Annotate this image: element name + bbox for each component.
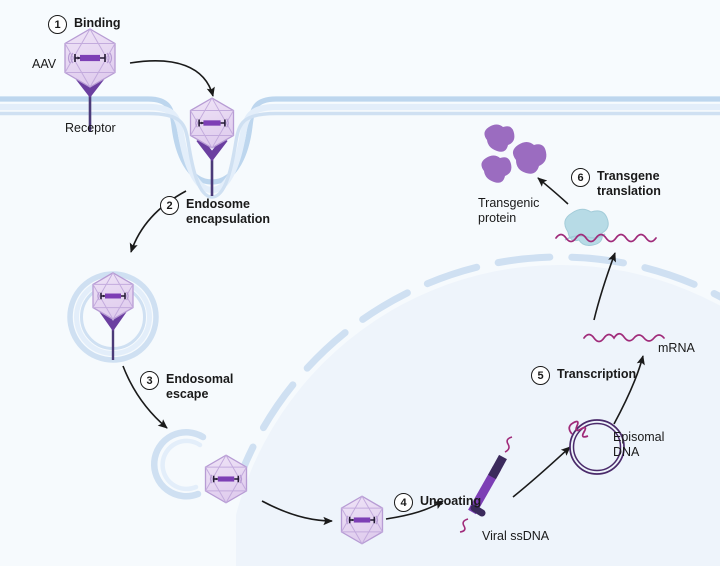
receptor-label: Receptor <box>65 121 116 135</box>
aav-genome <box>67 52 113 64</box>
step-number-3: 3 <box>140 371 159 390</box>
nucleoplasm <box>236 265 720 566</box>
aav-capsid-in-endosome <box>92 272 134 320</box>
arrow-endosome-encapsulation <box>129 190 187 253</box>
aav-capsid-escaped <box>204 454 248 504</box>
receptor-internalized <box>196 137 228 196</box>
step-number-4: 4 <box>394 493 413 512</box>
mrna-nuclear <box>583 332 665 343</box>
arrow-translation <box>537 177 569 205</box>
arrow-circularization <box>512 446 571 498</box>
step-label-5: Transcription <box>557 367 637 381</box>
arrow-transcription <box>613 355 645 425</box>
step-number-6: 6 <box>571 168 590 187</box>
step-number-1: 1 <box>48 15 67 34</box>
arrow-mrna-export <box>593 252 616 321</box>
viral-ssdna <box>459 436 513 533</box>
arrow-binding <box>129 60 215 97</box>
mrna-label: mRNA <box>658 341 695 355</box>
step-label-3: Endosomal escape <box>166 372 234 401</box>
episomal-dna-label: Episomal DNA <box>613 430 665 459</box>
aav-label: AAV <box>32 57 57 71</box>
arrow-uncoating <box>385 500 444 520</box>
ruptured-endosome <box>151 429 207 500</box>
aav-capsid-entering <box>189 97 235 149</box>
transgenic-protein-blobs <box>481 124 547 183</box>
viral-ssdna-label: Viral ssDNA <box>482 529 550 543</box>
step-label-1: Binding <box>74 16 121 30</box>
aav-capsid-bound <box>64 28 116 88</box>
aav-capsid-uncoating <box>340 495 384 545</box>
step-number-5: 5 <box>531 366 550 385</box>
step-label-4: Uncoating <box>420 494 482 508</box>
transgenic-protein-label: Transgenic protein <box>478 196 540 225</box>
step-label-6: Transgene translation <box>597 169 661 198</box>
step-number-2: 2 <box>160 196 179 215</box>
step-label-2: Endosome encapsulation <box>186 197 271 226</box>
episomal-dna <box>568 419 625 475</box>
mrna-cytoplasmic <box>555 233 657 243</box>
arrow-to-nucleus <box>261 500 333 526</box>
arrow-endosomal-escape <box>122 365 168 429</box>
nucleus <box>236 253 720 566</box>
